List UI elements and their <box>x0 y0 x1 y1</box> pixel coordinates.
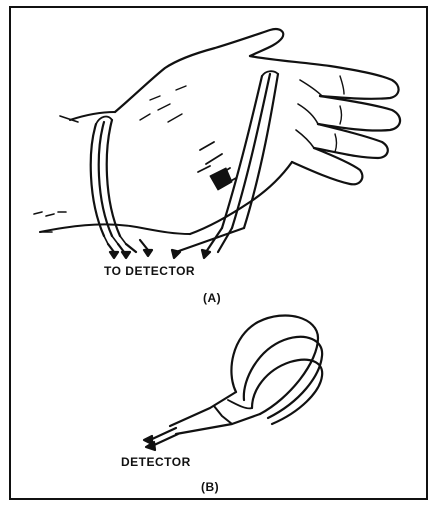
arrow-head <box>110 252 118 258</box>
coil-palm <box>222 71 278 228</box>
loop-probe <box>144 315 322 450</box>
trailing-wires <box>34 116 78 232</box>
caption-to-detector: TO DETECTOR <box>104 264 195 278</box>
figure-label-b: (B) <box>201 480 219 494</box>
figure-label-a: (A) <box>203 291 221 305</box>
caption-detector: DETECTOR <box>121 455 191 469</box>
